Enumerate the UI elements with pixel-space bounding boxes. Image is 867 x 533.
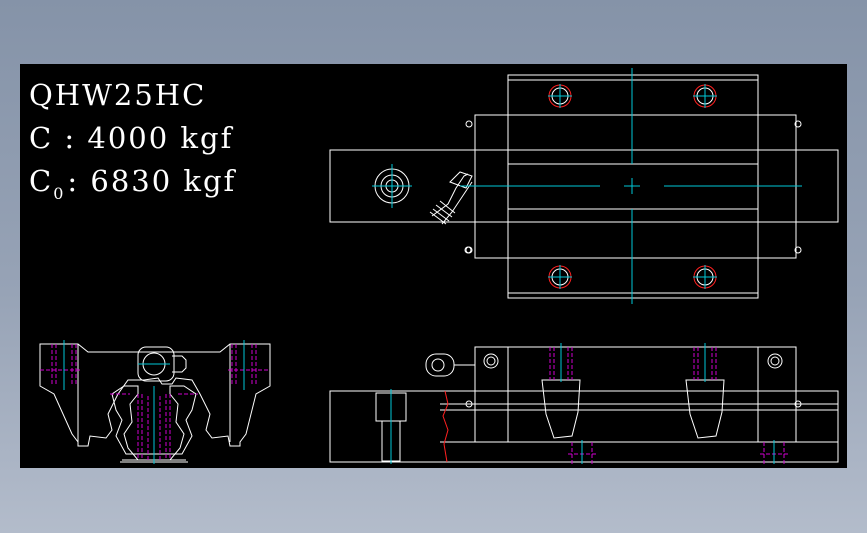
rail-section [111, 385, 197, 461]
static-load-rating: C0: 6830 kgf [29, 164, 236, 203]
c0-subscript: 0 [53, 184, 66, 203]
side-view [329, 343, 839, 464]
centerline [372, 68, 802, 304]
carriage-side [507, 346, 759, 443]
end-cap-side-left [474, 346, 509, 443]
c0-separator: : [67, 164, 91, 198]
drawing-canvas: QHW25HC C : 4000 kgf C0: 6830 kgf [20, 64, 847, 468]
c0-value: 6830 kgf [90, 164, 237, 198]
grease-nipple-side [425, 353, 475, 377]
end-cap-side-right [757, 346, 797, 443]
model-label: QHW25HC [29, 78, 207, 112]
c0-letter: C [29, 164, 54, 198]
top-view [329, 68, 839, 304]
c-label: C : [29, 121, 88, 155]
front-section-view [39, 340, 271, 464]
hidden-threads [40, 344, 270, 460]
grease-nipple [429, 171, 473, 225]
centerline [390, 343, 775, 464]
break-line [442, 390, 449, 463]
centerline [63, 340, 245, 464]
rail-outline [329, 149, 839, 223]
roller-recess [685, 379, 725, 439]
roller-recess [541, 379, 581, 439]
c-value: 4000 kgf [87, 121, 234, 155]
hidden-threads [549, 347, 788, 464]
cad-drawing [39, 68, 839, 464]
dynamic-load-rating: C : 4000 kgf [29, 121, 233, 155]
carriage-section-outline [39, 343, 271, 447]
